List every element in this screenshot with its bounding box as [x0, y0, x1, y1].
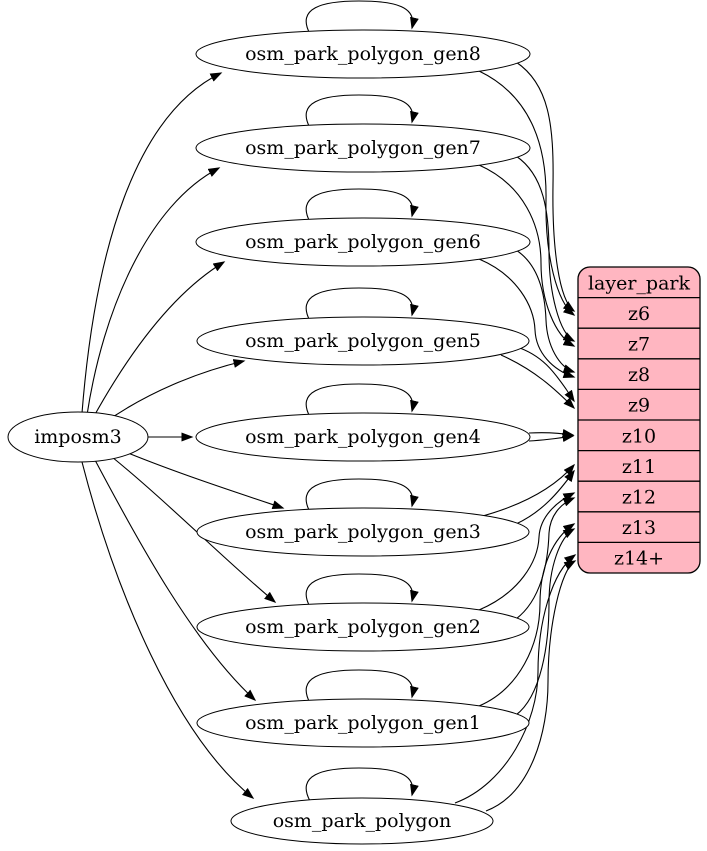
table-node-gen5-ellipse: [196, 316, 530, 366]
edge-gen3-to-z11-a: [515, 469, 575, 525]
layer-park-node: layer_park z6 z7 z8 z9 z10 z11 z12 z13 z14+: [577, 266, 701, 574]
edge-base-to-z14plus-a: [485, 560, 577, 812]
table-node-base-label: osm_park_polygon: [273, 810, 452, 832]
table-node-gen8-ellipse: [195, 29, 531, 79]
self-loop-gen6: [305, 188, 419, 223]
edge-gen8-to-z6-b: [478, 70, 576, 316]
edge-gen4-to-z10-b: [528, 433, 575, 443]
edge-base-to-z14plus-b: [454, 554, 577, 804]
table-node-gen4: osm_park_polygon_gen4: [195, 412, 531, 462]
self-loop-gen7: [305, 94, 419, 129]
table-node-gen3-label: osm_park_polygon_gen3: [245, 521, 481, 543]
table-node-gen4-ellipse: [195, 412, 531, 462]
edge-gen8-to-z6-a: [515, 61, 576, 312]
layer-row-z8: z8: [628, 364, 650, 386]
edge-imposm3-to-gen7: [86, 167, 221, 416]
edge-gen1-to-z13-b: [478, 523, 576, 707]
self-loop-gen8: [305, 0, 419, 35]
layer-row-z6: z6: [628, 303, 650, 325]
self-loop-gen4: [305, 383, 419, 418]
edge-gen1-to-z13-a: [515, 528, 576, 716]
table-node-gen5: osm_park_polygon_gen5: [196, 316, 530, 366]
table-node-gen8-label: osm_park_polygon_gen8: [245, 43, 481, 65]
table-node-base-ellipse: [230, 797, 494, 845]
edge-imposm3-to-gen5: [103, 359, 246, 424]
table-node-gen3: osm_park_polygon_gen3: [196, 507, 530, 557]
edge-gen7-to-z7-b: [478, 164, 576, 347]
table-node-gen7: osm_park_polygon_gen7: [195, 123, 531, 173]
self-loop-gen5: [305, 287, 419, 322]
layer-row-z11: z11: [622, 456, 656, 478]
edge-imposm3-to-gen1: [94, 459, 257, 702]
layer-row-z13: z13: [622, 517, 656, 539]
source-node-imposm3-ellipse: [7, 411, 149, 463]
table-node-gen7-label: osm_park_polygon_gen7: [245, 137, 481, 159]
table-node-gen8: osm_park_polygon_gen8: [195, 29, 531, 79]
table-node-gen6: osm_park_polygon_gen6: [195, 217, 531, 267]
table-node-base: osm_park_polygon: [230, 797, 494, 845]
source-node-imposm3-label: imposm3: [34, 426, 122, 448]
table-node-gen6-label: osm_park_polygon_gen6: [245, 231, 481, 253]
layer-row-z12: z12: [622, 487, 656, 509]
edge-imposm3-to-gen6: [92, 261, 226, 419]
table-node-gen4-label: osm_park_polygon_gen4: [245, 426, 481, 448]
self-loop-base: [305, 767, 419, 802]
source-node-imposm3: imposm3: [7, 411, 149, 463]
edge-gen2-to-z12-b: [478, 492, 576, 611]
table-node-gen1-ellipse: [196, 698, 530, 748]
edge-imposm3-to-base: [81, 461, 255, 799]
edge-imposm3-to-gen2: [111, 456, 277, 603]
table-node-gen1-label: osm_park_polygon_gen1: [245, 712, 481, 734]
edge-gen4-to-z10-a: [528, 428, 575, 438]
self-loop-gen2: [305, 573, 419, 608]
layer-row-z9: z9: [628, 395, 650, 417]
table-node-gen6-ellipse: [195, 217, 531, 267]
edge-gen6-to-z8-a: [515, 249, 576, 373]
edge-gen5-to-z9-b: [500, 354, 576, 410]
layer-row-z7: z7: [628, 334, 650, 356]
layer-row-z14plus: z14+: [614, 548, 664, 570]
table-node-gen3-ellipse: [196, 507, 530, 557]
table-node-gen1: osm_park_polygon_gen1: [196, 698, 530, 748]
self-loop-gen3: [305, 478, 419, 513]
edge-imposm3-to-gen8: [81, 72, 223, 414]
edge-gen7-to-z7-a: [515, 155, 576, 342]
edge-gen6-to-z8-b: [478, 258, 576, 378]
table-node-gen2: osm_park_polygon_gen2: [196, 602, 530, 652]
layer-row-z10: z10: [622, 425, 656, 447]
table-node-gen5-label: osm_park_polygon_gen5: [245, 330, 481, 352]
self-loop-gen1: [305, 669, 419, 704]
table-node-gen2-label: osm_park_polygon_gen2: [245, 616, 481, 638]
edge-imposm3-to-gen3: [127, 452, 285, 509]
table-node-gen7-ellipse: [195, 123, 531, 173]
edge-gen3-to-z11-b: [478, 463, 575, 518]
table-node-gen2-ellipse: [196, 602, 530, 652]
edge-gen2-to-z12-a: [515, 497, 576, 620]
layer-park-title: layer_park: [588, 272, 691, 294]
